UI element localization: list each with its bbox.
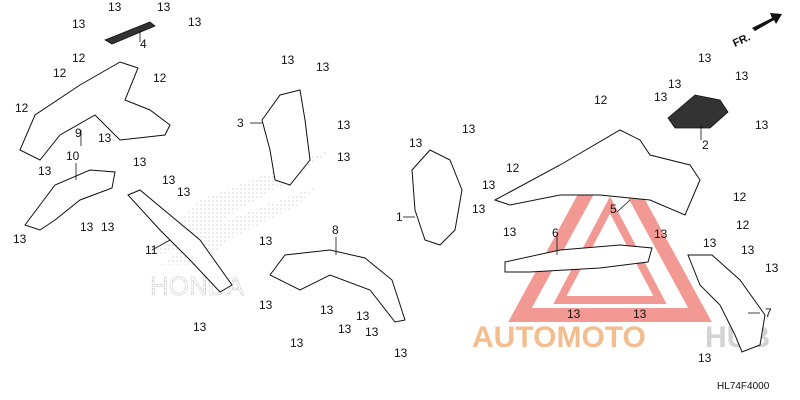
callout-13: 13: [472, 202, 486, 216]
callout-13: 13: [462, 122, 476, 136]
callout-13: 13: [188, 15, 202, 29]
callout-12: 12: [72, 51, 86, 65]
callout-13: 13: [72, 17, 86, 31]
callout-12: 12: [594, 93, 608, 107]
diagram-code: HL74F4000: [717, 381, 770, 392]
callout-12: 12: [506, 161, 520, 175]
callout-3: 3: [237, 116, 244, 130]
callout-13: 13: [741, 243, 755, 257]
callout-13: 13: [98, 131, 112, 145]
part-5: [493, 129, 701, 216]
callout-13: 13: [365, 325, 379, 339]
callout-13: 13: [320, 303, 334, 317]
callout-10: 10: [66, 149, 80, 163]
watermark-text-part1: AUTOMOTO: [472, 321, 646, 354]
callouts: 4 9 10 11 3 8 1 2 5 6 7 12 12 12 12 12 1…: [13, 0, 779, 365]
callout-12: 12: [733, 190, 747, 204]
callout-13: 13: [193, 320, 207, 334]
callout-13: 13: [259, 298, 273, 312]
callout-1: 1: [396, 210, 403, 224]
callout-13: 13: [654, 90, 668, 104]
callout-13: 13: [633, 307, 647, 321]
callout-13: 13: [654, 227, 668, 241]
part-9: [19, 61, 171, 161]
callout-13: 13: [409, 136, 423, 150]
callout-13: 13: [13, 232, 27, 246]
callout-12: 12: [736, 218, 750, 232]
callout-13: 13: [38, 164, 52, 178]
callout-2: 2: [702, 138, 709, 152]
callout-6: 6: [552, 226, 559, 240]
part-4: [104, 21, 156, 45]
callout-13: 13: [290, 336, 304, 350]
callout-13: 13: [337, 118, 351, 132]
part-8: [269, 249, 406, 323]
callout-13: 13: [108, 0, 122, 14]
callout-13: 13: [281, 53, 295, 67]
callout-13: 13: [567, 307, 581, 321]
part-1: [411, 149, 463, 246]
callout-13: 13: [394, 346, 408, 360]
callout-13: 13: [356, 309, 370, 323]
callout-13: 13: [698, 351, 712, 365]
callout-7: 7: [765, 306, 772, 320]
part-7: [687, 254, 766, 353]
callout-13: 13: [80, 220, 94, 234]
callout-5: 5: [610, 202, 617, 216]
callout-13: 13: [101, 220, 115, 234]
callout-13: 13: [338, 322, 352, 336]
callout-13: 13: [177, 185, 191, 199]
arrow-icon: [752, 13, 782, 31]
part-2: [667, 94, 729, 129]
callout-13: 13: [157, 0, 171, 14]
callout-13: 13: [755, 118, 769, 132]
callout-13: 13: [765, 261, 779, 275]
callout-13: 13: [503, 225, 517, 239]
callout-12: 12: [53, 66, 67, 80]
callout-11: 11: [145, 243, 158, 257]
callout-13: 13: [668, 77, 682, 91]
callout-13: 13: [316, 60, 330, 74]
front-direction-arrow: FR.: [731, 13, 782, 50]
callout-9: 9: [75, 126, 82, 140]
callout-13: 13: [133, 155, 147, 169]
part-11: [127, 189, 233, 293]
callout-12: 12: [15, 101, 29, 115]
callout-13: 13: [482, 178, 496, 192]
callout-8: 8: [332, 223, 339, 237]
callout-13: 13: [162, 173, 176, 187]
part-6: [504, 244, 653, 273]
front-label: FR.: [731, 31, 752, 49]
part-3: [261, 89, 311, 186]
callout-13: 13: [735, 69, 749, 83]
callout-13: 13: [698, 51, 712, 65]
part-10: [24, 169, 116, 231]
callout-13: 13: [259, 234, 273, 248]
callout-13: 13: [703, 236, 717, 250]
callout-12: 12: [153, 71, 167, 85]
callout-4: 4: [140, 37, 147, 51]
callout-13: 13: [337, 150, 351, 164]
leader-lines: [75, 30, 760, 314]
